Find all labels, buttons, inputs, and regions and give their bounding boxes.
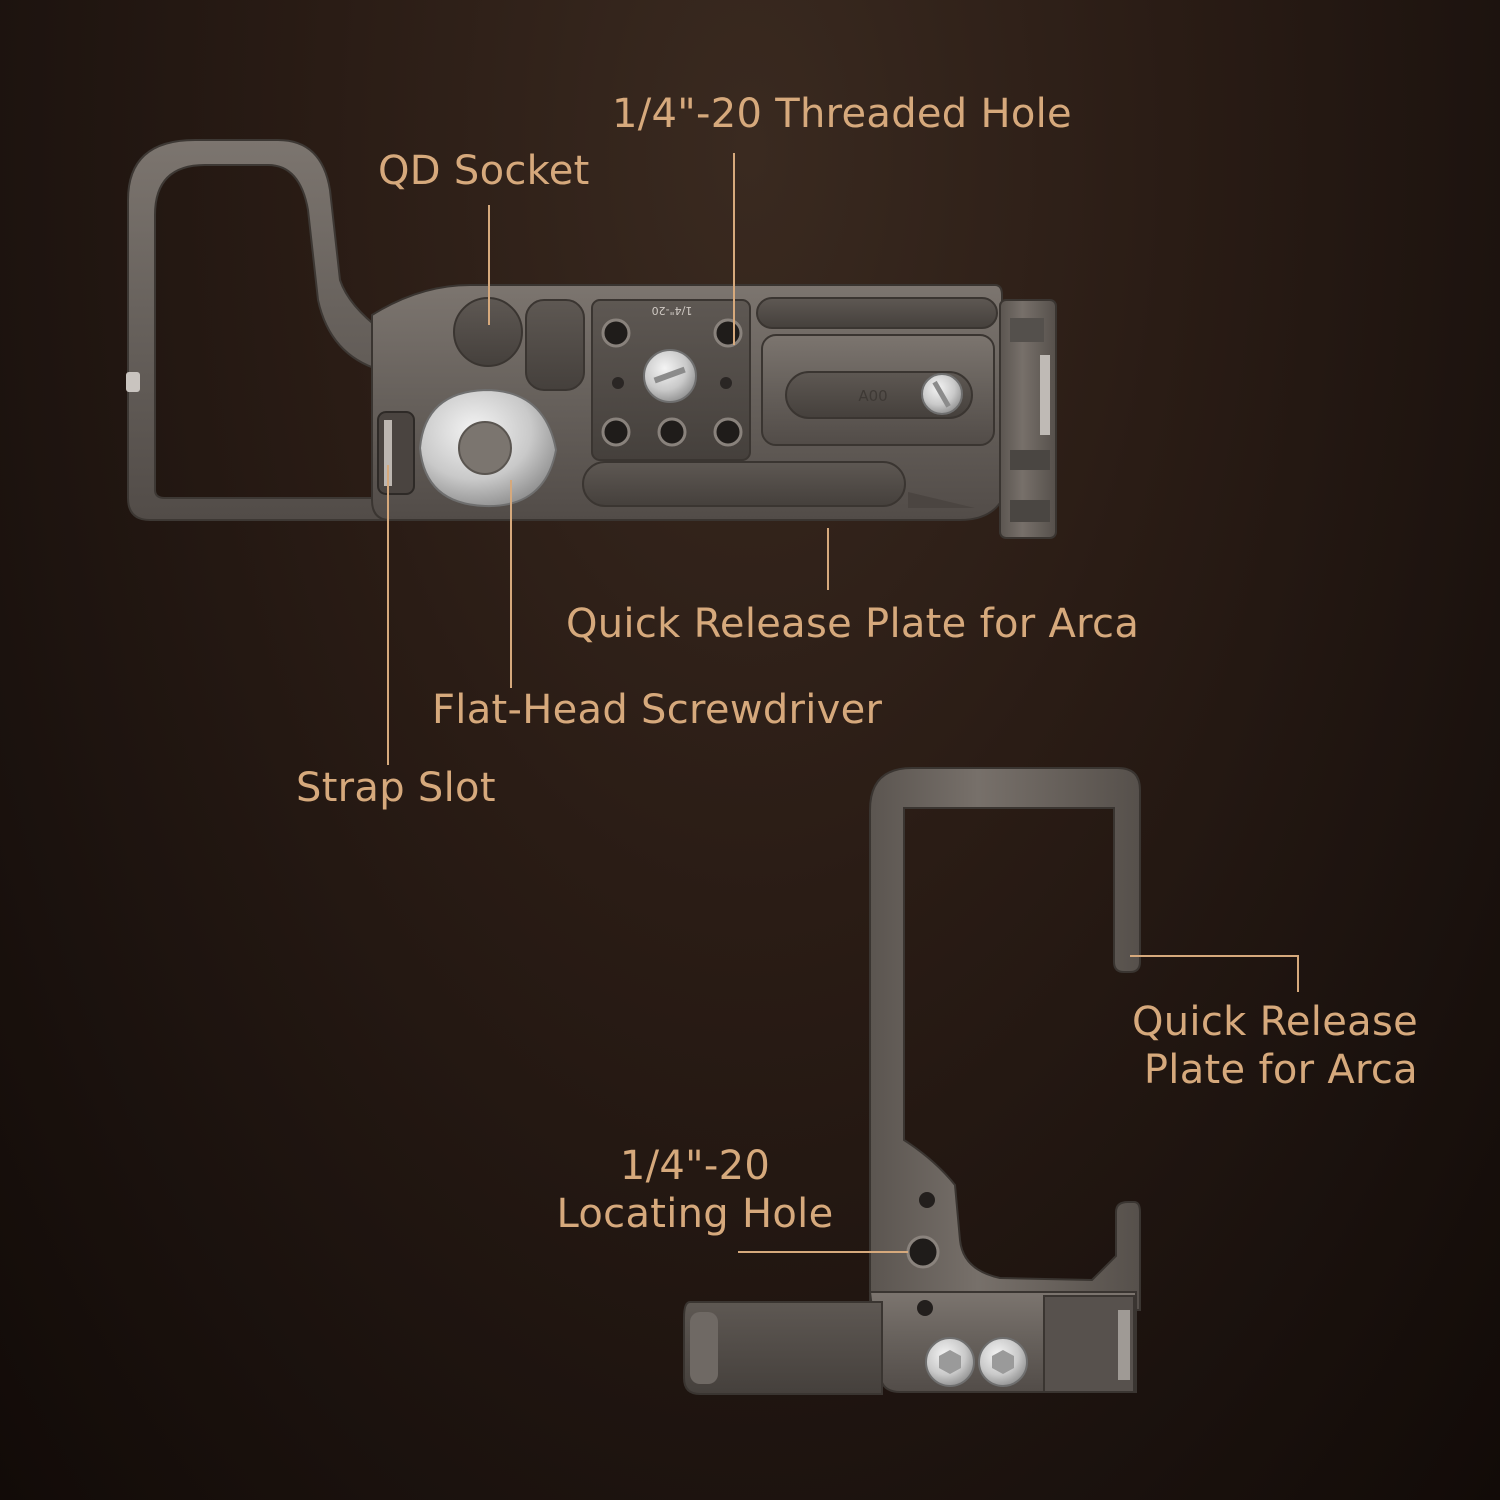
locating-hole-line1: 1/4"-20 <box>619 1143 771 1189</box>
threaded-hole-grid <box>601 318 743 447</box>
locating-hole <box>906 1235 940 1269</box>
side-quick-release-line2: Plate for Arca <box>1143 1047 1418 1093</box>
threaded-hole-label: 1/4"-20 Threaded Hole <box>612 91 1072 137</box>
leader-lines-top <box>387 153 829 765</box>
locating-hole-line2: Locating Hole <box>556 1191 834 1237</box>
model-engraving: A00 <box>858 387 887 405</box>
side-quick-release-label: Quick Release Plate for Arca <box>1118 998 1418 1094</box>
screwdriver-label: Flat-Head Screwdriver <box>432 687 883 733</box>
thread-engraving: 1/4"-20 <box>652 304 693 317</box>
strap-slot <box>377 411 415 495</box>
top-view-baseplate <box>126 139 1057 539</box>
locating-hole-label: 1/4"-20 Locating Hole <box>545 1142 845 1238</box>
side-quick-release-line1: Quick Release <box>1131 999 1418 1045</box>
bracket-frame <box>869 767 1141 1311</box>
leader-lines-side <box>738 955 1299 1253</box>
qd-socket-label: QD Socket <box>378 148 590 194</box>
bracket-extension <box>683 1301 883 1395</box>
strap-slot-label: Strap Slot <box>296 765 496 811</box>
side-view-bracket <box>683 767 1141 1395</box>
quick-release-plate-label: Quick Release Plate for Arca <box>566 601 1140 647</box>
